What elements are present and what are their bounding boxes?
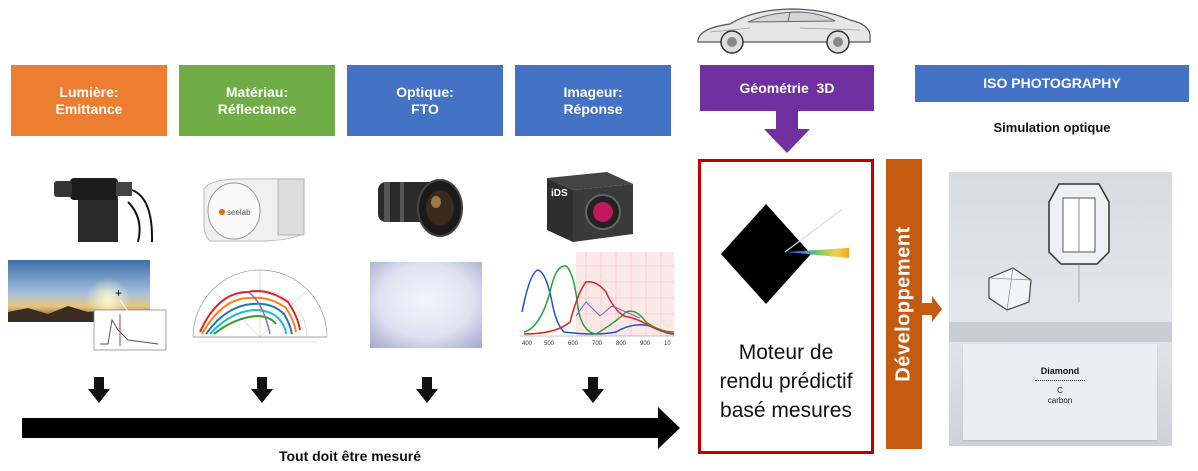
prism-dispersion-image — [721, 204, 849, 304]
diamond-gems-image — [949, 183, 1172, 342]
iso-photography-title: ISO PHOTOGRAPHY — [983, 75, 1121, 91]
diamond-card-name: carbon — [1047, 396, 1073, 405]
diamond-card-title: Diamond — [1040, 366, 1080, 376]
material-reflectance-label: Matériau: Réflectance — [217, 83, 297, 117]
light-emittance-label: Lumière: Emittance — [55, 83, 123, 117]
axis-tick-10: 10 — [664, 341, 671, 347]
optics-fto-box: Optique: FTO — [347, 65, 503, 136]
material-reflectance-box: Matériau: Réflectance — [179, 65, 335, 136]
panoramic-sky-image: + — [8, 260, 167, 351]
down-arrow-material — [251, 377, 273, 403]
rendered-diamond-scene: Diamond C carbon — [949, 172, 1172, 446]
car-sketch-image — [697, 8, 871, 54]
axis-tick-800: 800 — [616, 341, 627, 347]
measurement-pipeline-arrow — [22, 407, 680, 449]
camera-lens-image — [378, 179, 463, 237]
axis-tick-500: 500 — [544, 341, 555, 347]
iso-photography-box: ISO PHOTOGRAPHY — [915, 65, 1189, 102]
down-arrow-light — [88, 377, 110, 403]
ids-industrial-camera-image: iDS — [547, 172, 633, 242]
lens-vignetting-image — [370, 262, 482, 348]
seelab-brand-label: seelab — [227, 208, 251, 217]
development-right-arrow — [922, 296, 942, 322]
down-arrow-optics — [416, 377, 438, 403]
development-bar: Développement — [886, 159, 922, 449]
imager-response-box: Imageur: Réponse — [515, 65, 671, 136]
diamond-card-formula: C — [1057, 386, 1063, 395]
ids-brand-label: iDS — [551, 188, 568, 199]
optical-simulation-subtitle: Simulation optique — [993, 120, 1111, 135]
geometry-down-arrow — [764, 111, 810, 153]
development-label: Développement — [892, 226, 915, 382]
goniophotometer-camera-image — [54, 178, 154, 243]
optics-fto-label: Optique: FTO — [396, 83, 454, 117]
spectral-response-plot-image: 400 500 600 700 800 900 10 — [520, 252, 674, 347]
svg-text:+: + — [115, 286, 122, 300]
axis-tick-900: 900 — [640, 341, 651, 347]
geometry-3d-box: Géométrie 3D — [700, 65, 874, 111]
diamond-card-dotted-divider — [1035, 380, 1085, 381]
down-arrow-imager — [582, 377, 604, 403]
geometry-3d-label: Géométrie 3D — [739, 79, 835, 96]
imager-response-label: Imageur: Réponse — [563, 83, 623, 117]
predictive-rendering-engine-box: Moteur de rendu prédictif basé mesures — [698, 159, 874, 454]
light-emittance-box: Lumière: Emittance — [11, 65, 167, 136]
axis-tick-600: 600 — [568, 341, 579, 347]
seelab-spectrometer-image: seelab — [203, 178, 305, 242]
axis-tick-700: 700 — [592, 341, 603, 347]
polar-brdf-plot-image — [192, 269, 328, 343]
rendering-engine-label: Moteur de rendu prédictif basé mesures — [719, 341, 853, 422]
diamond-label-card: Diamond C carbon — [963, 344, 1157, 440]
axis-tick-400: 400 — [522, 341, 533, 347]
everything-must-be-measured-caption: Tout doit être mesuré — [278, 448, 422, 464]
